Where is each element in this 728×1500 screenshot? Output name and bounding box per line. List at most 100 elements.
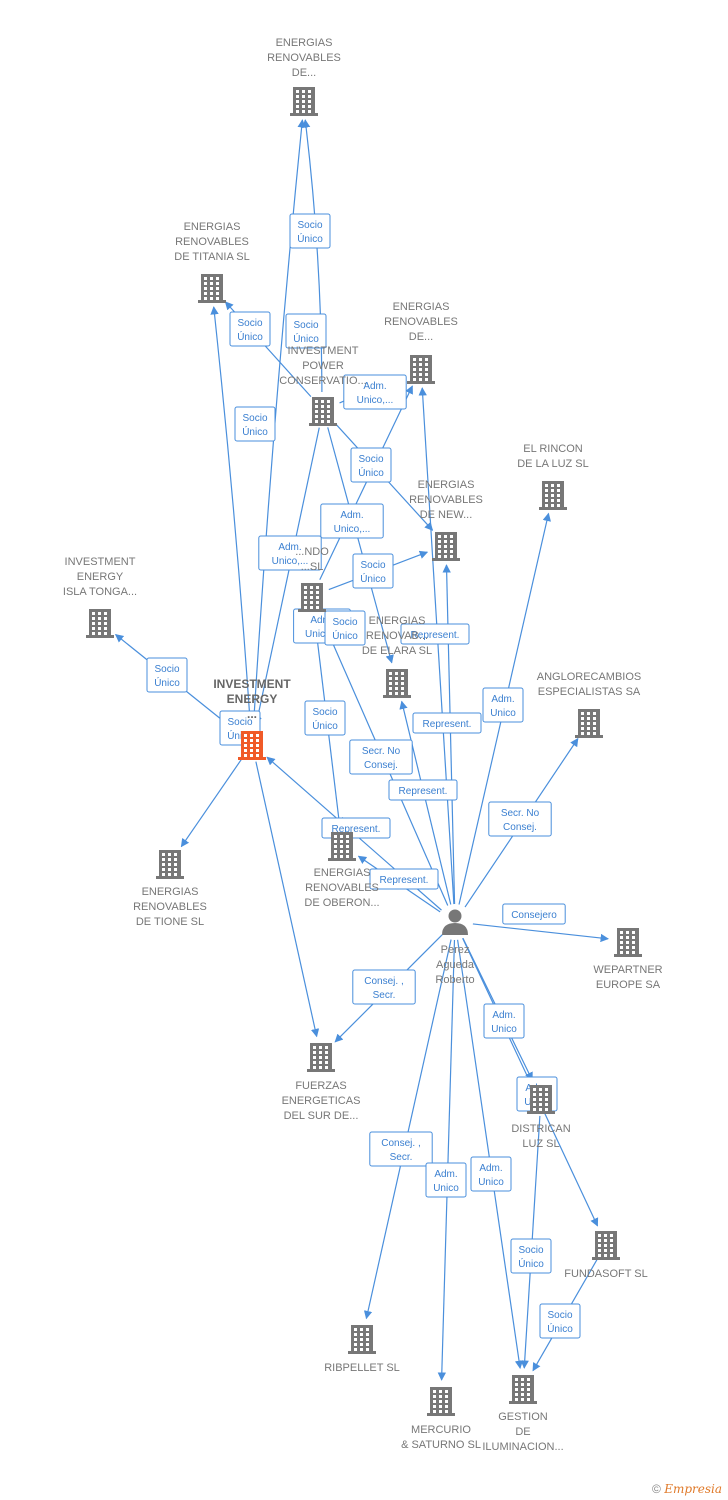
building-icon [86,609,114,638]
edge-label-text: Adm. [363,381,386,392]
building-icon [407,355,435,384]
node-invest_power[interactable]: INVESTMENTPOWERCONSERVATIO... [279,345,367,426]
edge-label[interactable]: Represent. [400,623,470,645]
node-label: INVESTMENT [65,556,136,568]
edge-label-text: Unico [433,1183,459,1194]
footer-brand[interactable]: © Empresia [652,1482,722,1496]
edge-label-text: Único [154,676,180,689]
edge-label-text: Unico... [305,629,339,640]
node-gestion[interactable]: GESTIONDEILUMINACION... [482,1375,564,1453]
edge-label[interactable]: Consej. ,Secr. [369,1131,433,1167]
edge-label-text: Secr. [373,990,396,1001]
edge-label[interactable]: Adm.Unico,... [320,503,384,539]
edge-label-text: Socio [358,454,383,465]
edge-label-box [304,700,346,736]
edge-label[interactable]: Adm.Unico [470,1156,512,1192]
node-fondo[interactable]: ...NDO...SL [295,546,329,612]
edge-label-box [369,1131,433,1167]
node-label: DE TITANIA SL [174,251,249,263]
node-label: EL RINCON [523,443,583,455]
node-mercurio[interactable]: MERCURIO& SATURNO SL [401,1387,481,1451]
building-icon [238,731,266,760]
node-invest_energy[interactable]: INVESTMENTENERGY... [213,677,291,760]
node-label: ENERGIAS [276,37,333,49]
edge-label-box [352,969,416,1005]
building-icon [539,481,567,510]
edge-label-text: Unico [478,1177,504,1188]
edge-label-box [400,623,470,645]
node-label: RENOVAB... [366,630,428,642]
node-fundasoft[interactable]: FUNDASOFT SL [564,1231,648,1280]
node-ribpellet[interactable]: RIBPELLET SL [324,1325,400,1374]
edge-label-text: Socio [242,413,267,424]
node-label: ENERGY [77,571,124,583]
edge-label-text: Único [312,719,338,732]
edge-label-box [229,311,271,347]
edge-label[interactable]: Represent. [412,712,482,734]
node-label: DISTRICAN [511,1123,570,1135]
node-label: RENOVABLES [384,316,458,328]
edge-label-text: Único [547,1322,573,1335]
edge-label-text: Único [358,466,384,479]
edge-labels-layer: SocioÚnicoSocioÚnicoSocioÚnicoSocioÚnico… [146,213,581,1339]
nodes-layer: ENERGIASRENOVABLESDE...ENERGIASRENOVABLE… [63,37,663,1453]
edge-label-box [425,1162,467,1198]
building-icon [432,532,460,561]
edge-label[interactable]: Adm.Unico,... [343,374,407,410]
edge-label-box [289,213,331,249]
node-label: & SATURNO SL [401,1439,481,1451]
edge-label-text: Socio [332,617,357,628]
edge-label-text: Único [332,629,358,642]
node-label: GESTION [498,1411,548,1423]
edge-label-box [234,406,276,442]
edge-label-box [483,1003,525,1039]
edge-label[interactable]: Represent. [369,868,439,890]
node-ren_de_top[interactable]: ENERGIASRENOVABLESDE... [267,37,341,116]
edge-label[interactable]: Adm.Unico [482,687,524,723]
copyright-symbol: © [652,1482,661,1496]
node-districan[interactable]: DISTRICAN LUZ SL [511,1085,571,1150]
edge-label[interactable]: Adm.Unico,... [258,535,322,571]
node-label: LUZ SL [522,1138,559,1150]
node-label: RENOVABLES [175,236,249,248]
node-label: CONSERVATIO... [279,375,366,387]
edge-label[interactable]: Consejero [502,903,566,925]
edge-label[interactable]: Adm.Unico [425,1162,467,1198]
node-label: DEL SUR DE... [284,1110,359,1122]
edge-label-text: Represent. [411,630,460,641]
node-label: ENERGY [227,692,278,706]
edge-label[interactable]: Adm.Unico [483,1003,525,1039]
edge-label[interactable]: Consej. ,Secr. [352,969,416,1005]
edge-label-text: Represent. [399,786,448,797]
edge-person-to-ribpellet [363,939,452,1320]
edge-label[interactable]: Represent. [388,779,458,801]
edge-fondo-to-ren_de_mid [319,385,413,581]
node-ren_de_mid[interactable]: ENERGIASRENOVABLESDE... [384,301,458,384]
building-icon [427,1387,455,1416]
node-label: RENOVABLES [409,494,483,506]
